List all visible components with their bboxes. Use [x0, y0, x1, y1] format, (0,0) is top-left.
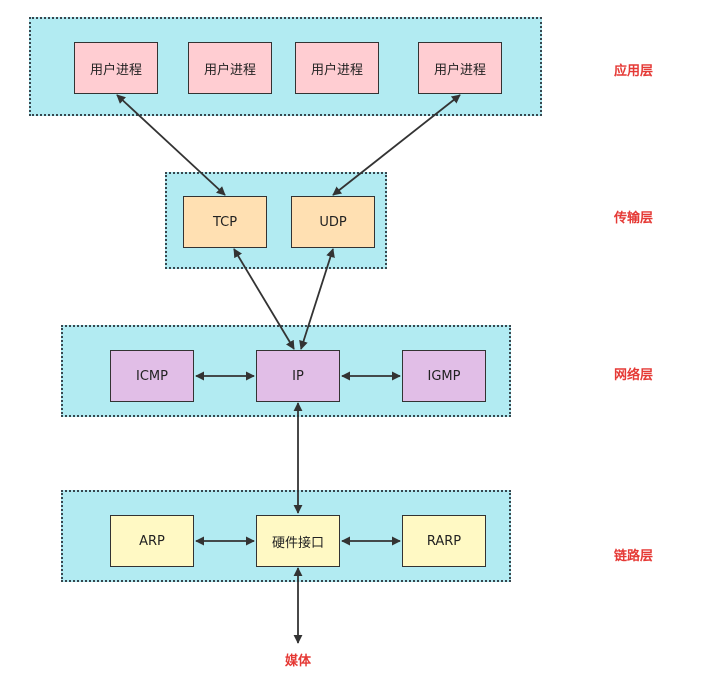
tcp-box: TCP — [183, 196, 267, 248]
igmp-box: IGMP — [402, 350, 486, 402]
user-process-box-2: 用户进程 — [188, 42, 272, 94]
arrow-user-process-tcp — [116, 94, 226, 196]
arp-box: ARP — [110, 515, 194, 567]
rarp-box: RARP — [402, 515, 486, 567]
arrow-tcp-ip — [233, 248, 295, 350]
arrow-udp-ip — [299, 248, 335, 350]
transport-layer-label: 传输层 — [614, 211, 654, 226]
application-layer-label: 应用层 — [614, 64, 654, 79]
user-process-box-4: 用户进程 — [418, 42, 502, 94]
icmp-box: ICMP — [110, 350, 194, 402]
network-layer-label: 网络层 — [614, 368, 654, 383]
hardware-interface-box: 硬件接口 — [256, 515, 340, 567]
ip-box: IP — [256, 350, 340, 402]
udp-box: UDP — [291, 196, 375, 248]
user-process-box-1: 用户进程 — [74, 42, 158, 94]
user-process-box-3: 用户进程 — [295, 42, 379, 94]
arrow-user-process-udp — [332, 94, 461, 196]
media-label: 媒体 — [285, 654, 312, 669]
link-layer-label: 链路层 — [614, 549, 654, 564]
